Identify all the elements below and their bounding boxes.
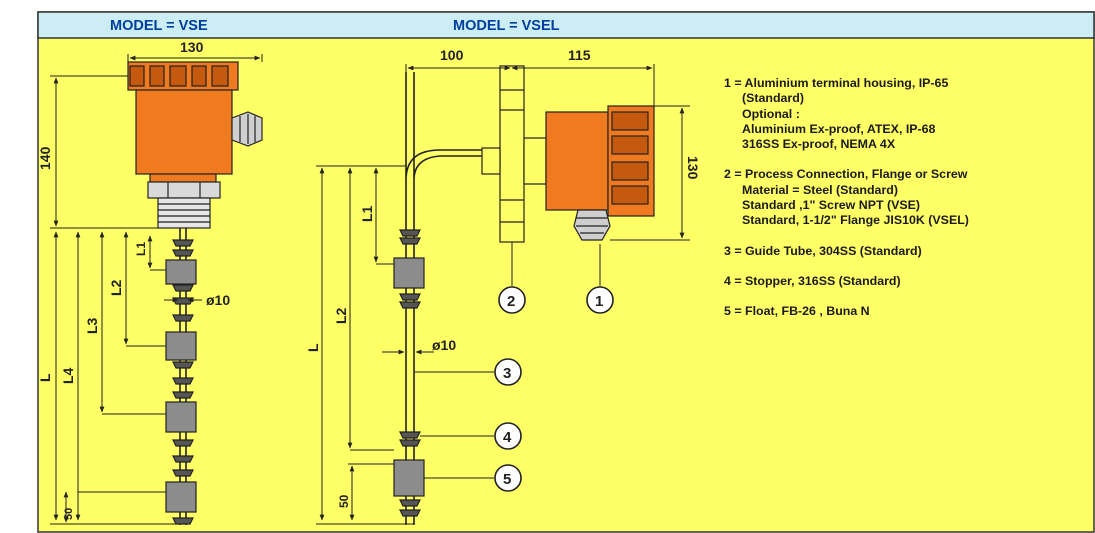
model-vsel-title: MODEL = VSEL bbox=[453, 18, 560, 34]
callout-5: 5 bbox=[503, 471, 511, 488]
vsel-flange bbox=[499, 65, 525, 243]
vsel-dimensions bbox=[316, 64, 690, 525]
vse-dim-width: 130 bbox=[180, 39, 204, 55]
vse-stoppers bbox=[172, 239, 194, 525]
header-bar bbox=[37, 11, 1095, 39]
legend-item-2-title: 2 = Process Connection, Flange or Screw bbox=[724, 167, 968, 182]
vsel-label-l1: L1 bbox=[359, 205, 375, 222]
vse-label-l2: L2 bbox=[108, 279, 124, 296]
callout-2: 2 bbox=[507, 293, 515, 310]
vse-drawing bbox=[127, 61, 263, 525]
callout-circle-4 bbox=[494, 422, 522, 450]
vsel-diameter: ø10 bbox=[432, 337, 456, 353]
vsel-floats bbox=[393, 257, 425, 497]
vse-floats bbox=[165, 259, 197, 513]
vsel-dim-130: 130 bbox=[685, 156, 701, 180]
callout-4: 4 bbox=[503, 429, 512, 446]
callout-3: 3 bbox=[503, 365, 511, 382]
vse-dim-50: 50 bbox=[63, 508, 75, 520]
vsel-callouts: 2 1 3 4 5 bbox=[494, 286, 614, 492]
legend-item-1-detail: Optional : bbox=[742, 106, 800, 121]
vse-dimensions bbox=[50, 54, 263, 525]
vse-housing bbox=[127, 61, 263, 229]
vsel-label-l: L bbox=[305, 343, 321, 352]
legend-item-2: 2 = Process Connection, Flange or Screw … bbox=[724, 167, 1089, 228]
callout-circle-1 bbox=[586, 286, 614, 314]
vsel-dim-115: 115 bbox=[568, 47, 591, 63]
legend-item-5: 5 = Float, FB-26 , Buna N bbox=[724, 304, 870, 319]
legend-item-2-detail: Material = Steel (Standard) bbox=[742, 182, 898, 197]
vse-label-l3: L3 bbox=[84, 317, 100, 334]
vsel-drawing bbox=[393, 65, 655, 525]
legend-item-1-detail: Aluminium Ex-proof, ATEX, IP-68 bbox=[742, 121, 936, 136]
callout-circle-5 bbox=[494, 464, 522, 492]
legend-item-1: 1 = Aluminium terminal housing, IP-65 (S… bbox=[724, 76, 1089, 152]
callout-circle-2 bbox=[498, 286, 526, 314]
vsel-dim-100: 100 bbox=[440, 47, 464, 63]
vsel-housing bbox=[545, 105, 655, 241]
legend-item-1-detail: 316SS Ex-proof, NEMA 4X bbox=[742, 137, 896, 152]
vsel-label-l2: L2 bbox=[333, 307, 349, 324]
vse-label-l: L bbox=[37, 373, 53, 382]
vsel-stoppers bbox=[399, 229, 421, 517]
vse-label-l4: L4 bbox=[60, 367, 76, 384]
vse-dim-height: 140 bbox=[37, 146, 53, 170]
model-vse-title: MODEL = VSE bbox=[110, 18, 208, 34]
vse-diameter: ø10 bbox=[206, 292, 230, 308]
legend-item-2-detail: Standard ,1" Screw NPT (VSE) bbox=[742, 198, 921, 213]
legend-item-3: 3 = Guide Tube, 304SS (Standard) bbox=[724, 243, 922, 258]
callout-1: 1 bbox=[595, 293, 603, 310]
legend-item-1-title: 1 = Aluminium terminal housing, IP-65 bbox=[724, 76, 949, 90]
callout-circle-3 bbox=[494, 358, 522, 386]
vse-label-l1: L1 bbox=[134, 242, 148, 256]
legend-item-1-detail: (Standard) bbox=[742, 91, 804, 106]
vsel-dim-50: 50 bbox=[337, 494, 351, 508]
legend-item-4: 4 = Stopper, 316SS (Standard) bbox=[724, 273, 901, 288]
parts-legend: 1 = Aluminium terminal housing, IP-65 (S… bbox=[724, 76, 1089, 320]
legend-item-2-detail: Standard, 1-1/2" Flange JIS10K (VSEL) bbox=[742, 213, 969, 228]
